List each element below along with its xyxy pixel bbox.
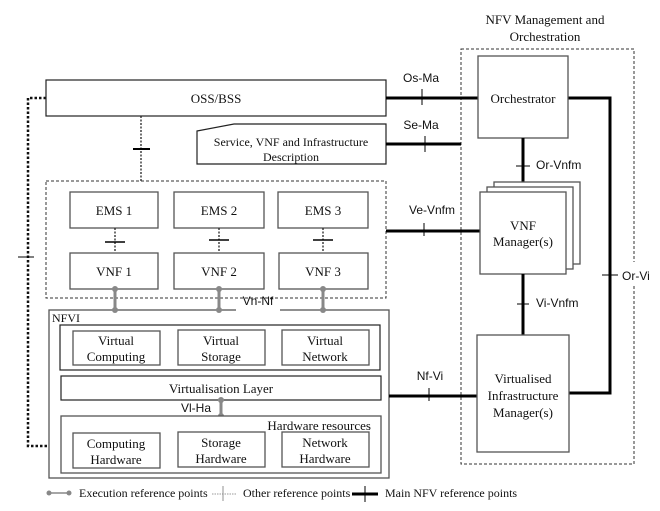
ems-2-label: EMS 2 bbox=[201, 203, 237, 218]
virtual-network-line1: Virtual bbox=[307, 333, 343, 348]
oss-bss-label: OSS/BSS bbox=[191, 91, 242, 106]
vnf-2-label: VNF 2 bbox=[201, 264, 237, 279]
virtual-network: Virtual Network bbox=[281, 329, 370, 366]
legend-other: Other reference points bbox=[212, 486, 351, 501]
oss-to-hardware-line bbox=[26, 96, 61, 448]
legend-execution-label: Execution reference points bbox=[79, 486, 208, 500]
vn-nf-label: Vn-Nf bbox=[243, 294, 274, 308]
virtual-storage-line2: Storage bbox=[201, 349, 241, 364]
or-vnfm-label: Or-Vnfm bbox=[536, 158, 581, 172]
legend-main: Main NFV reference points bbox=[352, 486, 517, 502]
virtualisation-layer-label: Virtualisation Layer bbox=[169, 381, 274, 396]
or-vi-line bbox=[568, 96, 612, 395]
virtual-network-line2: Network bbox=[302, 349, 348, 364]
nf-vi-label: Nf-Vi bbox=[417, 369, 443, 383]
ems-3-label: EMS 3 bbox=[305, 203, 341, 218]
virtual-storage-line1: Virtual bbox=[203, 333, 239, 348]
network-hardware: Network Hardware bbox=[281, 431, 370, 468]
nfvi-label: NFVI bbox=[52, 311, 80, 325]
virtualisation-layer bbox=[60, 375, 382, 401]
ems-1-label: EMS 1 bbox=[96, 203, 132, 218]
legend-main-label: Main NFV reference points bbox=[385, 486, 517, 500]
vnfm-label-line2: Manager(s) bbox=[493, 234, 553, 249]
service-description-line2: Description bbox=[263, 150, 319, 164]
mano-title-line2: Orchestration bbox=[510, 29, 581, 44]
legend: Execution reference points Other referen… bbox=[46, 486, 517, 502]
ve-vnfm-label: Ve-Vnfm bbox=[409, 203, 455, 217]
mano-title-line1: NFV Management and bbox=[486, 12, 605, 27]
or-vi-label-bg bbox=[626, 262, 636, 284]
ems-2: EMS 2 bbox=[173, 191, 265, 229]
os-ma-label: Os-Ma bbox=[403, 71, 439, 85]
virtual-computing-line2: Computing bbox=[87, 349, 146, 364]
network-hardware-line1: Network bbox=[302, 435, 348, 450]
storage-hardware-line1: Storage bbox=[201, 435, 241, 450]
virtual-computing-line1: Virtual bbox=[98, 333, 134, 348]
vn-nf-links bbox=[112, 286, 326, 313]
oss-bss-box bbox=[45, 79, 387, 117]
virtual-storage: Virtual Storage bbox=[177, 329, 266, 366]
storage-hardware-line2: Hardware bbox=[195, 451, 246, 466]
legend-other-label: Other reference points bbox=[243, 486, 351, 500]
mano-container bbox=[460, 48, 635, 465]
vnf-manager: VNF Manager(s) bbox=[479, 181, 581, 275]
vnf-2: VNF 2 bbox=[173, 252, 265, 290]
service-description-line1: Service, VNF and Infrastructure bbox=[214, 135, 368, 149]
computing-hardware-line2: Hardware bbox=[90, 452, 141, 467]
ems-1: EMS 1 bbox=[69, 191, 159, 229]
legend-execution: Execution reference points bbox=[46, 486, 208, 500]
vnf-3-label: VNF 3 bbox=[305, 264, 341, 279]
vim-label-line3: Manager(s) bbox=[493, 405, 553, 420]
se-ma-label: Se-Ma bbox=[403, 118, 439, 132]
vnfm-label-line1: VNF bbox=[510, 218, 536, 233]
or-vi-label: Or-Vi bbox=[622, 269, 650, 283]
vnfm-stack-front bbox=[479, 191, 567, 275]
orchestrator: Orchestrator bbox=[477, 55, 569, 139]
vnf-1: VNF 1 bbox=[69, 252, 159, 290]
vim-label-line1: Virtualised bbox=[495, 371, 552, 386]
computing-hardware: Computing Hardware bbox=[72, 432, 161, 469]
vnf-1-label: VNF 1 bbox=[96, 264, 132, 279]
ems-3: EMS 3 bbox=[277, 191, 369, 229]
virtual-computing: Virtual Computing bbox=[72, 330, 161, 366]
hardware-resources-label: Hardware resources bbox=[267, 418, 371, 433]
orchestrator-label: Orchestrator bbox=[491, 91, 557, 106]
vnf-3: VNF 3 bbox=[278, 252, 369, 290]
network-hardware-line2: Hardware bbox=[299, 451, 350, 466]
vnf-domain-container bbox=[45, 180, 387, 299]
vi-vnfm-label: Vi-Vnfm bbox=[536, 296, 578, 310]
vl-ha-label: Vl-Ha bbox=[181, 401, 211, 415]
computing-hardware-line1: Computing bbox=[87, 436, 146, 451]
virtualised-infrastructure-manager: Virtualised Infrastructure Manager(s) bbox=[476, 334, 570, 453]
vim-label-line2: Infrastructure bbox=[488, 388, 559, 403]
vn-nf-label-bg bbox=[236, 303, 280, 317]
storage-hardware: Storage Hardware bbox=[177, 431, 266, 468]
